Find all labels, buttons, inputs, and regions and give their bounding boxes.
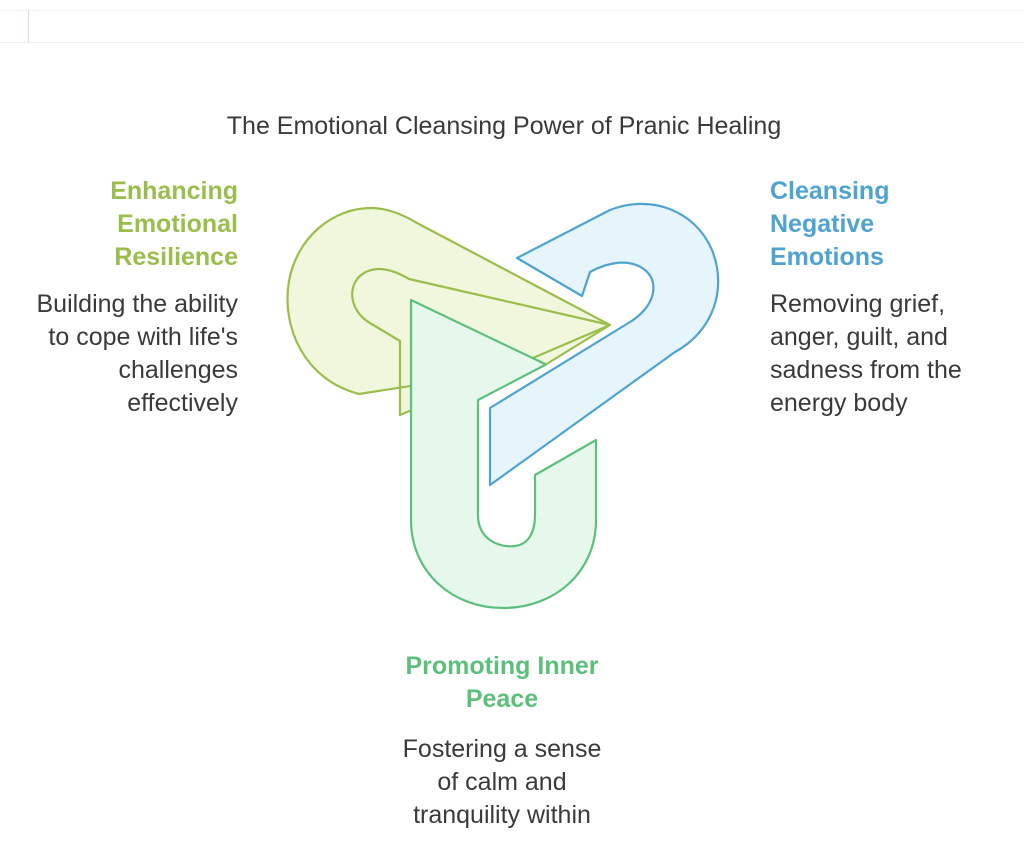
cleansing-heading-line-3: Emotions xyxy=(770,243,884,271)
peace-description: Fostering a sense of calm and tranquilit… xyxy=(372,733,632,832)
peace-desc-line-3: tranquility within xyxy=(413,801,591,829)
cleansing-desc-line-2: anger, guilt, and xyxy=(770,323,948,351)
resilience-desc-line-3: challenges xyxy=(118,356,238,384)
cleansing-desc-line-4: energy body xyxy=(770,389,908,417)
peace-desc-line-1: Fostering a sense xyxy=(402,735,602,763)
peace-heading: Promoting Inner Peace xyxy=(372,650,632,716)
peace-heading-line-1: Promoting Inner xyxy=(405,652,599,680)
cleansing-heading-line-2: Negative xyxy=(770,210,875,238)
resilience-heading: Enhancing Emotional Resilience xyxy=(0,175,238,274)
resilience-heading-line-2: Emotional xyxy=(117,210,238,238)
top-divider-lower xyxy=(0,42,1024,43)
text-cursor-mark xyxy=(28,10,29,42)
peace-band xyxy=(409,298,598,610)
resilience-heading-line-3: Resilience xyxy=(114,243,238,271)
resilience-description: Building the ability to cope with life's… xyxy=(0,288,238,420)
diagram-title: The Emotional Cleansing Power of Pranic … xyxy=(226,112,782,140)
top-divider xyxy=(0,10,1024,11)
cleansing-heading: Cleansing Negative Emotions xyxy=(770,175,1010,274)
cleansing-band xyxy=(488,202,720,487)
peace-desc-line-2: of calm and xyxy=(437,768,567,796)
resilience-desc-line-2: to cope with life's xyxy=(48,323,238,351)
cleansing-heading-line-1: Cleansing xyxy=(770,177,890,205)
resilience-desc-line-4: effectively xyxy=(127,389,238,417)
peace-heading-line-2: Peace xyxy=(465,685,539,713)
cleansing-desc-line-3: sadness from the xyxy=(770,356,962,384)
resilience-desc-line-1: Building the ability xyxy=(36,290,238,318)
resilience-heading-line-1: Enhancing xyxy=(110,177,238,205)
cleansing-desc-line-1: Removing grief, xyxy=(770,290,946,318)
cleansing-description: Removing grief, anger, guilt, and sadnes… xyxy=(770,288,1010,420)
